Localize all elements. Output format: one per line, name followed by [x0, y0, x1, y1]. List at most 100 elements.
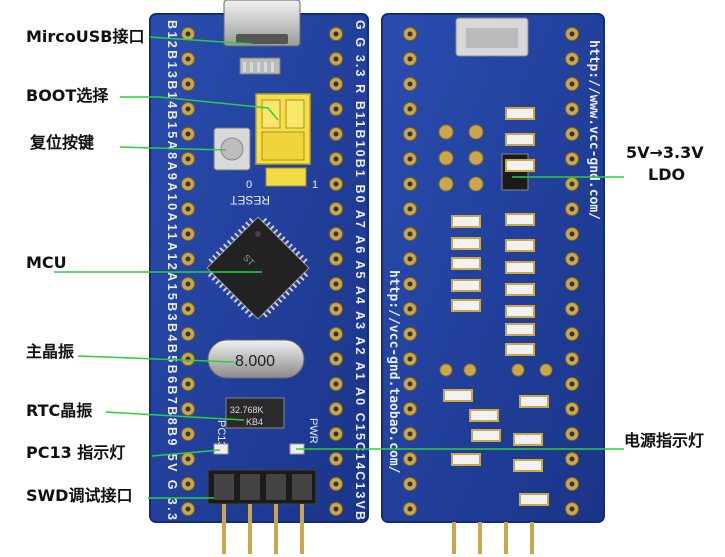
header-hole: [569, 181, 575, 187]
url-right: http://www.vcc-gnd.com/: [586, 40, 601, 220]
mcu-pin: [266, 309, 272, 314]
header-hole: [185, 406, 191, 412]
header-hole: [333, 56, 339, 62]
header-hole: [569, 356, 575, 362]
header-hole: [333, 481, 339, 487]
header-hole: [407, 56, 413, 62]
reset-silk: RESET: [229, 193, 270, 207]
header-hole: [569, 406, 575, 412]
header-hole: [185, 456, 191, 462]
header-hole: [407, 481, 413, 487]
header-hole: [569, 306, 575, 312]
header-hole: [569, 431, 575, 437]
header-hole: [333, 381, 339, 387]
mcu-pin: [291, 247, 297, 253]
label-pc13-led: PC13 指示灯: [26, 443, 125, 462]
header-hole: [407, 331, 413, 337]
mcu-pin: [222, 286, 228, 292]
crystal-silk: 8.000: [235, 353, 275, 370]
header-hole: [569, 231, 575, 237]
label-power-led: 电源指示灯: [624, 431, 704, 450]
mcu-pin: [248, 217, 254, 223]
mcu-pin: [215, 279, 221, 285]
smd-part: [505, 213, 535, 226]
smd-part: [505, 107, 535, 120]
header-hole: [569, 106, 575, 112]
smd-part: [505, 261, 535, 274]
mcu-pin: [237, 301, 243, 307]
header-hole: [407, 131, 413, 137]
header-hole: [333, 206, 339, 212]
callout-labels: MircoUSB接口 BOOT选择 复位按键 MCU 主晶振 RTC晶振 PC1…: [26, 27, 704, 505]
header-hole: [185, 281, 191, 287]
header-hole: [333, 506, 339, 512]
mcu-pin: [208, 258, 214, 264]
label-rtc-crystal: RTC晶振: [26, 401, 92, 420]
header-hole: [185, 506, 191, 512]
smd-part: [505, 343, 535, 356]
smd-part: [469, 409, 499, 422]
mcu-pin: [230, 236, 236, 242]
back-left-pin-row: [403, 27, 417, 516]
mcu-pin: [299, 275, 305, 281]
rtc-silk2: KB4: [246, 417, 263, 427]
smd-part: [513, 433, 543, 446]
header-hole: [333, 106, 339, 112]
smd-part: [513, 459, 543, 472]
smd-components: [443, 107, 549, 506]
mcu-pin: [237, 228, 243, 234]
header-hole: [569, 481, 575, 487]
header-hole: [407, 506, 413, 512]
front-board: B12B13B14B15A8A9A10A11A12A15B3B4B5B6B7B8…: [149, 0, 369, 554]
mcu-pin: [262, 312, 268, 318]
label-ldo-line2: LDO: [648, 165, 685, 184]
micro-usb-connector: [223, 0, 301, 75]
smd-part: [471, 429, 501, 442]
mcu-pin: [245, 221, 251, 227]
header-hole: [185, 131, 191, 137]
header-hole: [333, 156, 339, 162]
header-hole: [333, 431, 339, 437]
mcu-pin: [226, 239, 232, 245]
mcu-pin: [265, 221, 271, 227]
mcu-pin: [288, 286, 294, 292]
leader-lines: [54, 36, 624, 499]
header-hole: [185, 56, 191, 62]
header-hole: [333, 406, 339, 412]
mcu-pin: [295, 250, 301, 256]
mcu-pin: [299, 254, 304, 260]
header-hole: [185, 231, 191, 237]
mcu-pin: [211, 275, 217, 281]
front-right-pin-row: [329, 27, 343, 516]
mcu-pin: [234, 232, 240, 238]
reset-button: RESET: [213, 127, 270, 207]
smd-part: [451, 453, 481, 466]
header-hole: [185, 206, 191, 212]
mcu-pin: [269, 225, 275, 231]
mcu-pin: [302, 258, 308, 264]
mcu-pin: [276, 232, 282, 238]
smd-part: [505, 283, 535, 296]
header-hole: [185, 431, 191, 437]
header-hole: [407, 406, 413, 412]
header-hole: [407, 356, 413, 362]
header-hole: [569, 131, 575, 137]
boot-jumpers: 0 1: [246, 93, 318, 191]
header-hole: [185, 156, 191, 162]
mcu-pin: [241, 225, 247, 231]
header-hole: [185, 331, 191, 337]
header-hole: [185, 256, 191, 262]
header-hole: [333, 331, 339, 337]
header-hole: [333, 131, 339, 137]
mcu-pin: [226, 290, 232, 296]
mcu-pin: [303, 272, 309, 278]
header-hole: [407, 381, 413, 387]
mcu-pin: [270, 305, 276, 311]
header-hole: [407, 156, 413, 162]
mcu-pin: [284, 239, 290, 245]
header-hole: [569, 381, 575, 387]
smd-part: [505, 239, 535, 252]
mcu-pin: [223, 243, 229, 249]
header-hole: [569, 256, 575, 262]
